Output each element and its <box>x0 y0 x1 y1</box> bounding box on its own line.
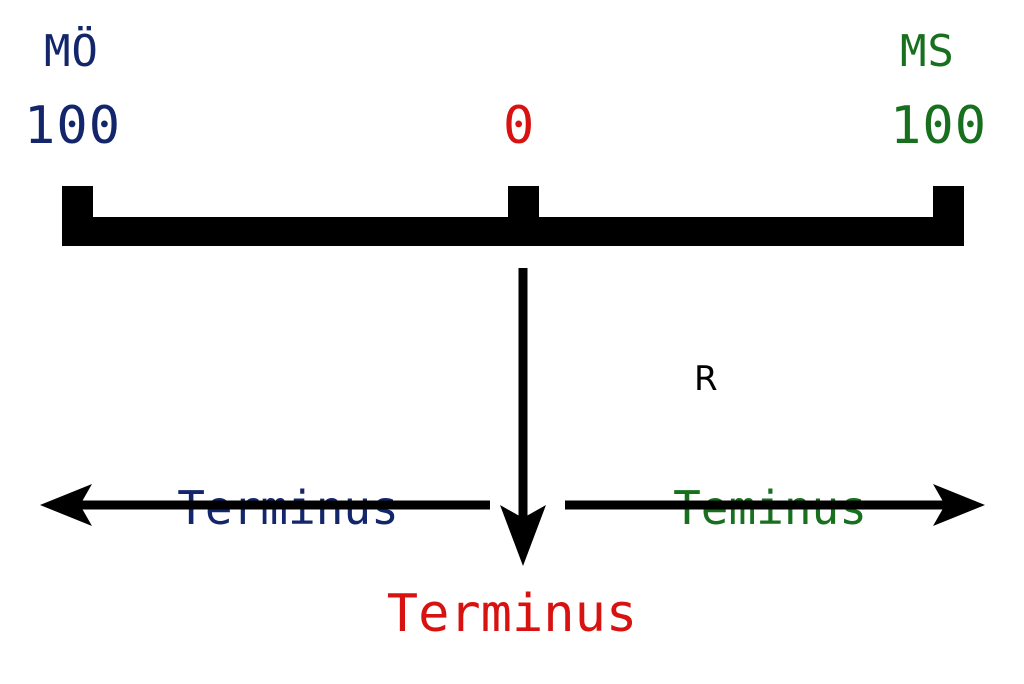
arrow-down-icon <box>500 268 546 566</box>
axis-tick-center <box>508 186 539 220</box>
bce-era-label: MÖ <box>44 26 99 77</box>
caption-terminus: Terminus <box>386 584 638 644</box>
bce-year-value: 100 <box>24 96 122 156</box>
axis-tick-right <box>933 186 964 220</box>
zero-year-value: 0 <box>503 96 536 156</box>
timeline-axis-bar <box>62 217 964 246</box>
insert-correction-mark: R <box>694 359 718 399</box>
ce-year-value: 100 <box>890 96 988 156</box>
ce-era-label: MS <box>900 26 955 77</box>
caption-right-line1: Teminus <box>673 481 867 536</box>
axis-tick-left <box>62 186 93 220</box>
caption-left-line1: Terminus <box>177 481 399 536</box>
